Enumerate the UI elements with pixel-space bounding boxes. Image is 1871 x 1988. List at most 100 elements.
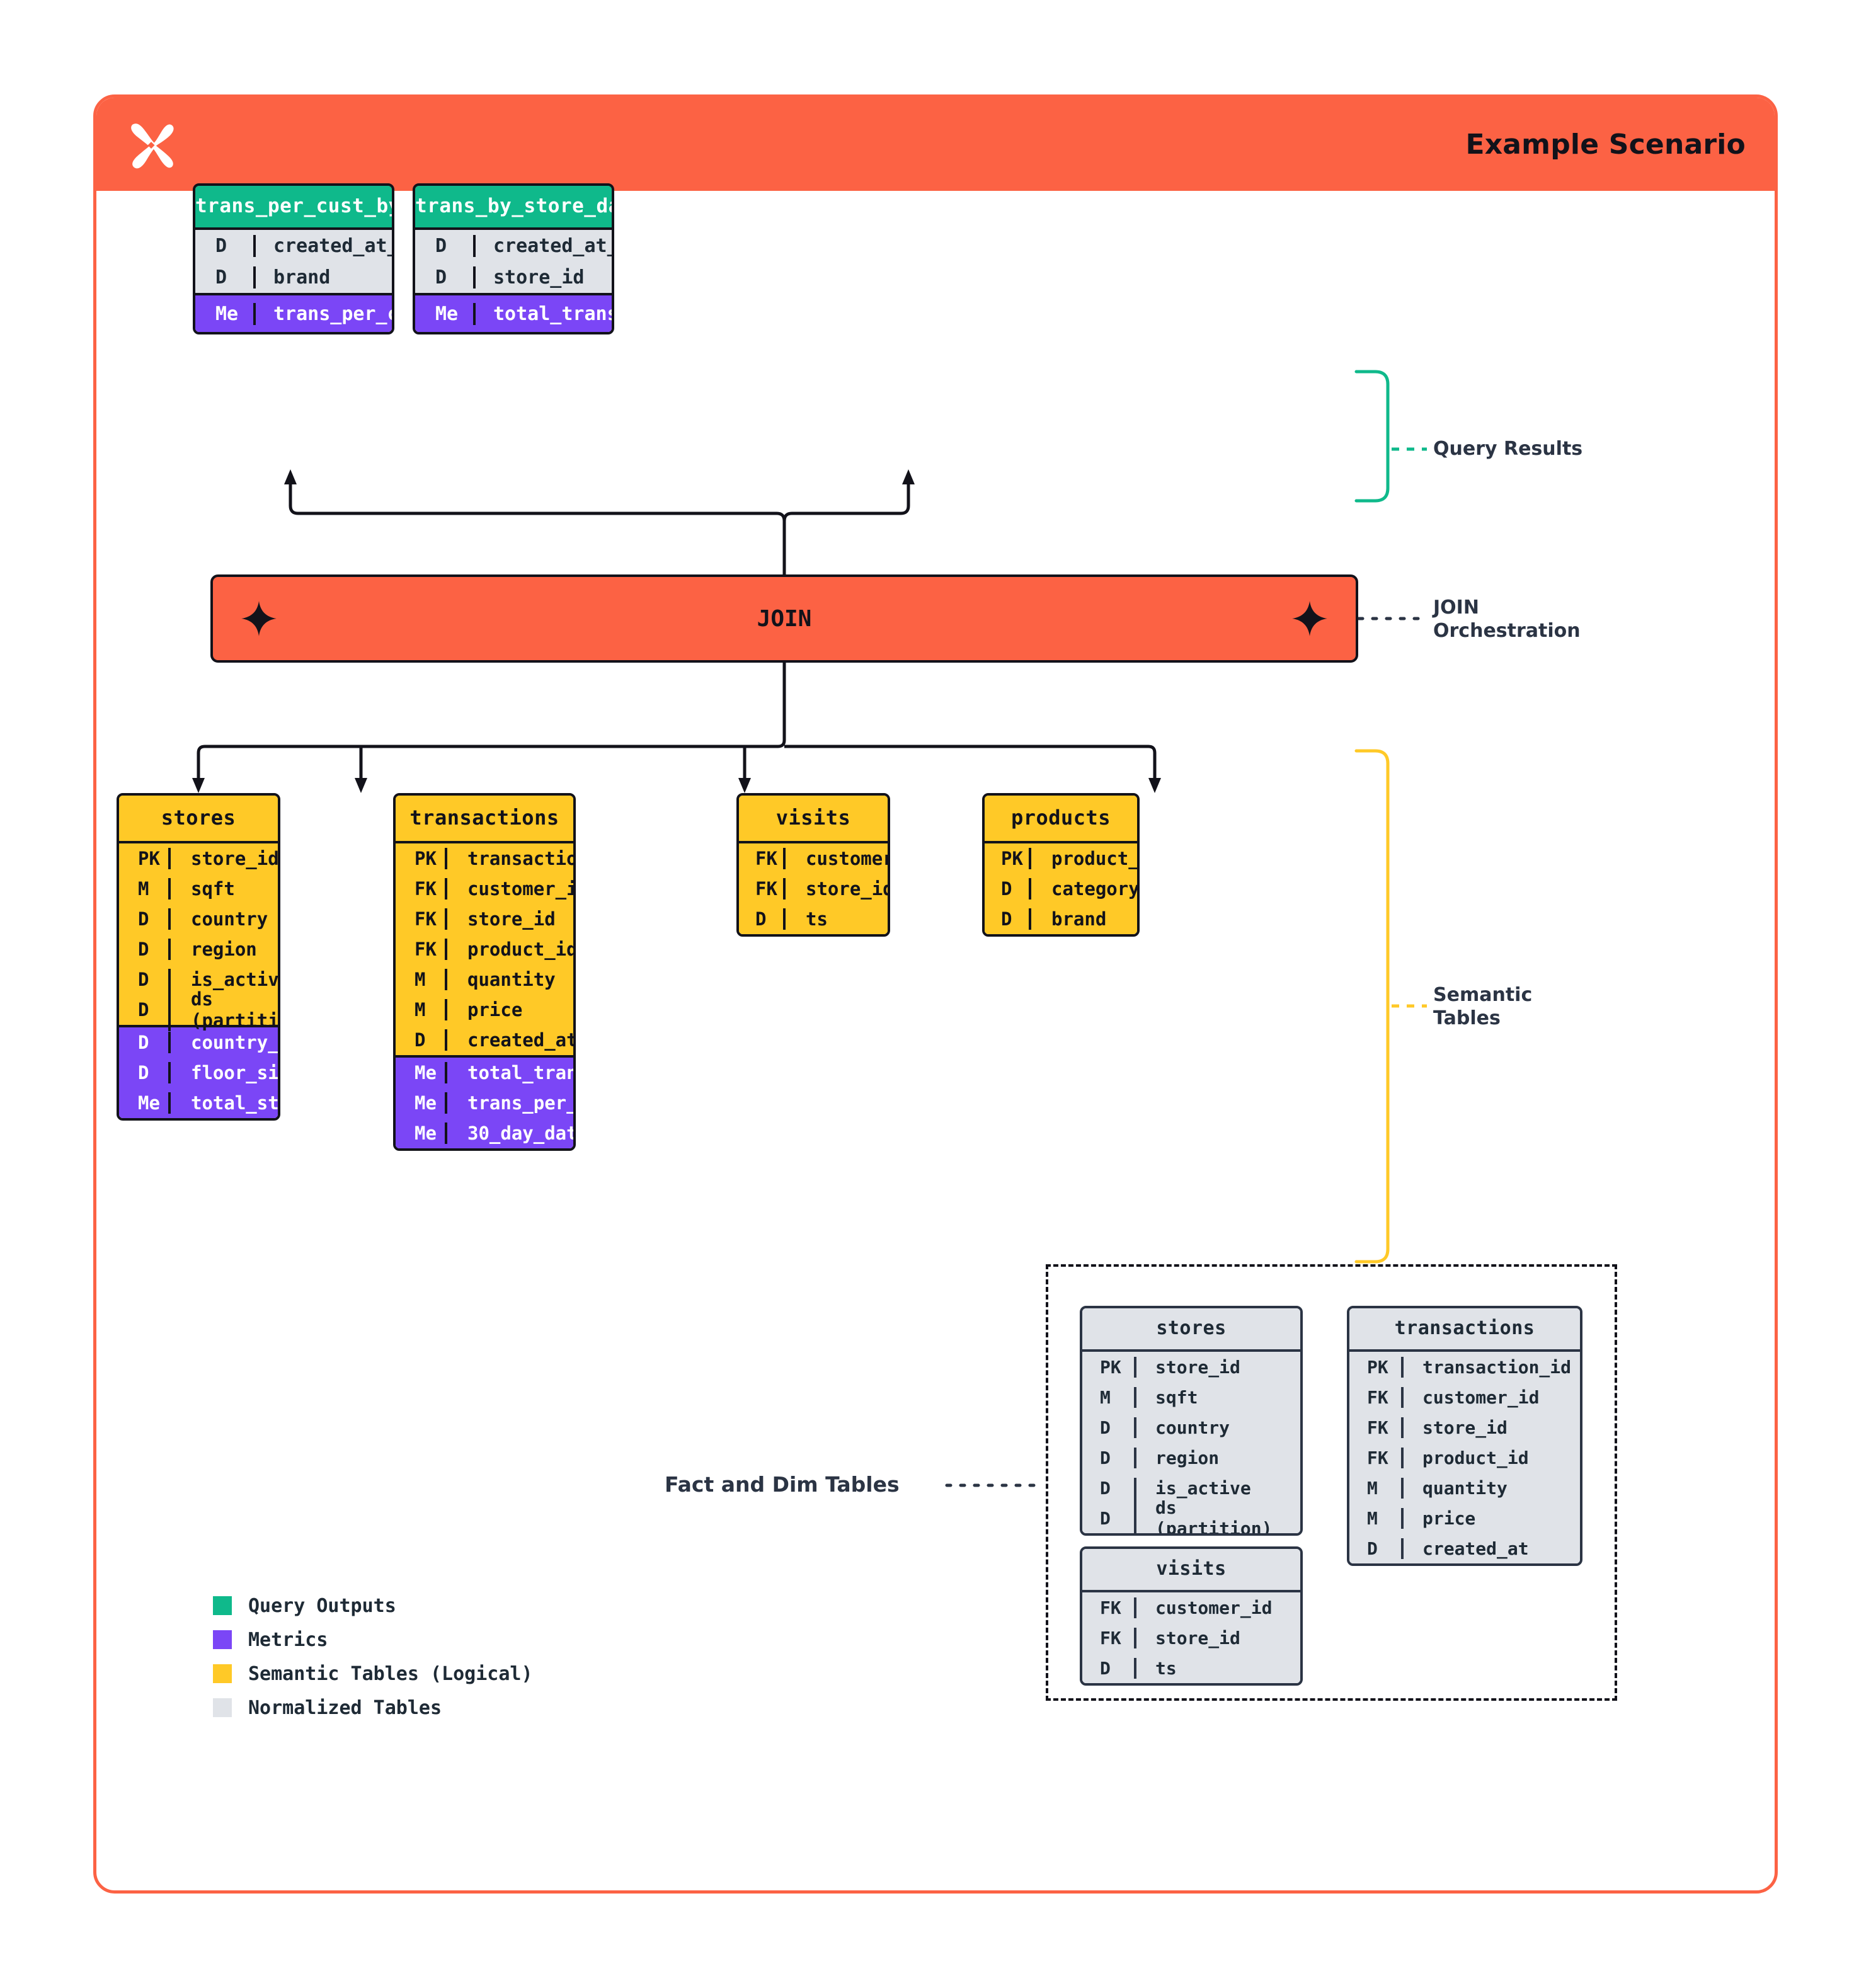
column-kind: M [415, 969, 426, 990]
column-name: quantity [445, 969, 573, 990]
annotation-line-2: Tables [1433, 1007, 1501, 1029]
column-kind: M [138, 878, 149, 900]
table-row: Me total_transactions [415, 295, 612, 332]
legend-label: Normalized Tables [248, 1696, 442, 1719]
table-row: D brand [195, 261, 392, 293]
column-name: ds (partition) [168, 988, 278, 1031]
legend-swatch-metrics [213, 1630, 232, 1649]
legend: Query Outputs Metrics Semantic Tables (L… [213, 1589, 533, 1725]
table-row: Dds (partition) [119, 988, 278, 1031]
column-name: total_stores [168, 1092, 278, 1114]
column-kind: FK [415, 878, 437, 900]
table-title: trans_per_cust_by_brand_month [195, 186, 392, 227]
column-name: product_id [1401, 1447, 1580, 1468]
column-kind: D [138, 969, 149, 990]
table-row: FK customer_id [1349, 1382, 1580, 1412]
column-name: store_id [1401, 1417, 1580, 1438]
column-name: trans_per_cust [445, 1092, 573, 1114]
legend-label: Query Outputs [248, 1594, 396, 1617]
column-kind: D [215, 234, 227, 257]
column-name: transaction_id [1401, 1356, 1580, 1378]
annotation-semantic-tables: Semantic Tables [1433, 984, 1532, 1030]
column-kind: D [1100, 1507, 1111, 1529]
column-kind: Me [215, 302, 239, 325]
annotation-query-results: Query Results [1433, 438, 1583, 460]
column-name: store_id [445, 908, 573, 930]
column-name: total_transactions [445, 1062, 573, 1083]
column-kind: M [1100, 1386, 1111, 1408]
column-kind: D [138, 999, 149, 1020]
column-kind: Me [415, 1092, 437, 1114]
column-kind: FK [1100, 1627, 1121, 1648]
column-kind: D [1001, 878, 1012, 900]
column-kind: PK [415, 848, 437, 869]
column-name: customer_id [783, 848, 888, 869]
query-result-table-trans-per-cust-by-brand-month[interactable]: trans_per_cust_by_brand_month D created_… [193, 183, 394, 334]
column-name: created_at_day [473, 234, 612, 257]
column-kind: D [138, 1062, 149, 1083]
column-kind: FK [1367, 1447, 1388, 1468]
column-name: country_group [168, 1032, 278, 1053]
table-title: visits [1082, 1549, 1300, 1590]
column-kind: FK [1367, 1386, 1388, 1408]
column-kind: Me [138, 1092, 160, 1114]
annotation-line-1: JOIN [1433, 597, 1479, 619]
table-row: Me trans_per_cust [396, 1088, 573, 1118]
table-row: FK product_id [1349, 1442, 1580, 1473]
column-name: customer_id [445, 878, 573, 900]
column-name: customer_id [1401, 1386, 1580, 1408]
column-kind: FK [1367, 1417, 1388, 1438]
annotation-fact-and-dim-tables: Fact and Dim Tables [665, 1472, 900, 1497]
column-kind: D [215, 266, 227, 288]
query-result-table-trans-by-store-day[interactable]: trans_by_store_day D created_at_day D st… [413, 183, 614, 334]
join-orchestration-bar[interactable]: JOIN [210, 574, 1358, 663]
column-kind: D [435, 266, 447, 288]
column-kind: D [1367, 1538, 1378, 1559]
column-name: floor_size [168, 1062, 278, 1083]
table-title: products [985, 796, 1137, 841]
column-kind: PK [1001, 848, 1023, 869]
column-name: country [1134, 1417, 1300, 1438]
page-title: Example Scenario [1465, 128, 1746, 161]
table-row: FK customer_id [396, 874, 573, 904]
column-kind: D [1001, 908, 1012, 930]
column-name: store_id [473, 266, 612, 288]
column-name: quantity [1401, 1477, 1580, 1499]
table-title: visits [739, 796, 888, 841]
column-name: product_id [445, 939, 573, 960]
column-kind: FK [755, 878, 777, 900]
metric-section: Me trans_per_cust [195, 293, 392, 332]
column-name: price [1401, 1507, 1580, 1529]
column-kind: D [138, 908, 149, 930]
